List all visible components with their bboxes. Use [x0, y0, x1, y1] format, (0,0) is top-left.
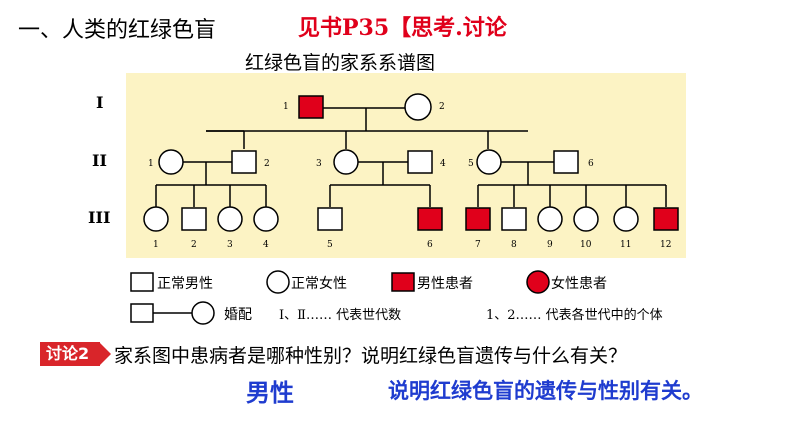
gen3-normal-female: [573, 206, 599, 232]
generation-label-1: I: [96, 93, 103, 112]
gen3-normal-male: [317, 207, 343, 231]
legend-affected-female-label: 女性患者: [551, 275, 607, 292]
gen1-normal-female: [404, 93, 432, 121]
gen2-number-6: 6: [588, 159, 594, 169]
legend-normal-male-symbol: [130, 272, 154, 292]
gen3-affected-male: [417, 207, 443, 231]
gen3-affected-male: [653, 207, 679, 231]
pedigree-title: 红绿色盲的家系系谱图: [245, 52, 436, 74]
generation-label-3: III: [88, 208, 110, 227]
gen3-number-9: 9: [547, 240, 553, 250]
gen3-normal-female: [253, 206, 279, 232]
gen2-normal-male: [553, 150, 579, 174]
gen2-normal-male: [407, 150, 433, 174]
discussion-question: 家系图中患病者是哪种性别？说明红绿色盲遗传与什么有关？: [114, 345, 628, 367]
gen2-number-1: 1: [148, 159, 154, 169]
legend-affected-male-symbol: [391, 272, 415, 292]
gen2-number-5: 5: [468, 159, 474, 169]
gen1-number-1: 1: [283, 102, 289, 112]
legend-normal-female-symbol: [266, 270, 290, 294]
gen3-number-12: 12: [660, 240, 671, 250]
discussion-badge: 讨论2: [40, 342, 100, 366]
gen3-normal-male: [501, 207, 527, 231]
section-title: 一、人类的红绿色盲: [18, 18, 217, 43]
gen1-affected-male: [298, 95, 324, 119]
gen3-number-1: 1: [153, 240, 159, 250]
gen2-normal-female: [476, 149, 502, 175]
generation-label-2: II: [92, 151, 107, 170]
gen3-number-10: 10: [580, 240, 592, 250]
gen3-number-8: 8: [511, 240, 517, 250]
pedigree-chart: 1 2 1 2 3 4 5 6 1 2 3 4 5 6 7 8 9: [126, 73, 686, 258]
gen3-affected-male: [465, 207, 491, 231]
gen1-number-2: 2: [439, 102, 445, 112]
legend-affected-male-label: 男性患者: [417, 276, 473, 292]
legend-marriage-label: 婚配: [224, 307, 252, 323]
legend: 正常男性 正常女性 男性患者 女性患者 婚配 Ⅰ、Ⅱ…… 代表世代数 1、2………: [126, 262, 766, 334]
gen3-number-6: 6: [427, 240, 433, 250]
gen2-number-4: 4: [440, 159, 446, 169]
gen3-normal-female: [613, 206, 639, 232]
badge-arrow-icon: [99, 342, 111, 366]
answer-conclusion: 说明红绿色盲的遗传与性别有关。: [388, 379, 703, 403]
gen3-number-2: 2: [191, 240, 197, 250]
gen3-normal-female: [143, 206, 169, 232]
gen3-normal-female: [217, 206, 243, 232]
legend-normal-male-label: 正常男性: [157, 276, 213, 292]
gen3-normal-male: [181, 207, 207, 231]
gen2-normal-female: [333, 149, 359, 175]
legend-symbols: 正常男性 正常女性 男性患者 女性患者 婚配 Ⅰ、Ⅱ…… 代表世代数 1、2………: [130, 270, 663, 325]
gen2-number-3: 3: [316, 159, 322, 169]
legend-affected-female-symbol: [526, 270, 550, 294]
gen3-number-7: 7: [475, 240, 481, 250]
textbook-reference: 见书P35【思考.讨论: [298, 15, 507, 41]
pedigree-diagram: 1 2 1 2 3 4 5 6 1 2 3 4 5 6 7 8 9: [143, 93, 679, 250]
legend-normal-female-label: 正常女性: [291, 275, 347, 292]
legend-marriage-male-symbol: [130, 303, 154, 323]
gen2-number-2: 2: [264, 159, 270, 169]
generation-labels: I II III: [88, 93, 110, 227]
gen3-normal-female: [537, 206, 563, 232]
legend-generation-note: Ⅰ、Ⅱ…… 代表世代数: [279, 308, 401, 323]
gen3-number-11: 11: [620, 240, 631, 250]
legend-marriage-female-symbol: [191, 301, 215, 325]
answer-gender: 男性: [246, 379, 294, 407]
gen3-number-3: 3: [227, 240, 233, 250]
gen3-number-4: 4: [263, 240, 269, 250]
gen3-number-5: 5: [327, 240, 333, 250]
legend-individual-note: 1、2…… 代表各世代中的个体: [486, 307, 663, 323]
gen2-normal-male: [231, 150, 257, 174]
gen2-normal-female: [158, 149, 184, 175]
